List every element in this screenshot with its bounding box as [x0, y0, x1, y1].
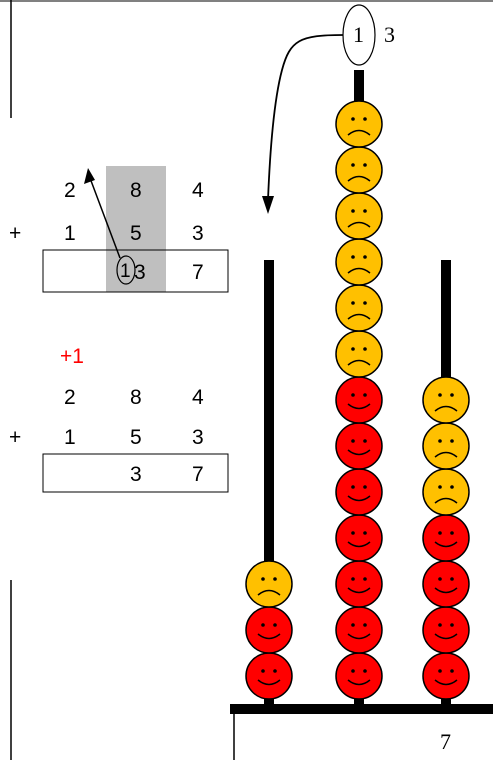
top-row-ones: 4	[192, 179, 204, 202]
plus-sign-1: +	[9, 222, 22, 245]
happy-face-icon	[335, 468, 383, 516]
happy-face-icon	[422, 606, 470, 654]
result-1-tens: 3	[134, 261, 146, 284]
happy-face-icon	[245, 606, 293, 654]
happy-face-icon	[422, 652, 470, 700]
curved-arrow-icon	[267, 34, 344, 201]
result-1-ones: 7	[192, 261, 204, 284]
sad-face-icon	[245, 560, 293, 608]
result-box-2	[42, 453, 229, 493]
bottom-label: 7	[440, 729, 451, 754]
top-row-2-tens: 8	[130, 386, 142, 409]
tens-column-highlight	[106, 166, 166, 292]
happy-face-icon	[335, 514, 383, 562]
arrow-head	[84, 168, 95, 184]
carry-label: +1	[60, 345, 84, 368]
carry-circle-1	[116, 255, 136, 285]
sad-face-icon	[335, 284, 383, 332]
top-label-digit: 3	[384, 22, 395, 47]
result-2-ones: 7	[192, 463, 204, 486]
top-row-tens: 8	[130, 179, 142, 202]
sad-face-icon	[335, 330, 383, 378]
happy-face-icon	[335, 422, 383, 470]
happy-face-icon	[335, 560, 383, 608]
sad-face-icon	[335, 146, 383, 194]
happy-face-icon	[422, 560, 470, 608]
abacus-base	[230, 704, 493, 714]
middle-row-2-ones: 3	[192, 426, 204, 449]
middle-row-hundreds: 1	[64, 222, 76, 245]
sad-face-icon	[422, 422, 470, 470]
middle-row-ones: 3	[192, 222, 204, 245]
top-row-2-ones: 4	[192, 386, 204, 409]
top-row-hundreds: 2	[64, 179, 76, 202]
happy-face-icon	[245, 652, 293, 700]
curved-arrow-head	[262, 196, 274, 214]
middle-row-tens: 5	[130, 222, 142, 245]
happy-face-icon	[335, 606, 383, 654]
result-box-1	[42, 249, 229, 293]
happy-face-icon	[335, 652, 383, 700]
rod-hundreds	[264, 260, 274, 706]
middle-row-2-hundreds: 1	[64, 426, 76, 449]
result-2-tens: 3	[130, 463, 142, 486]
plus-sign-2: +	[9, 426, 22, 449]
sad-face-icon	[422, 468, 470, 516]
arrow-icon	[89, 177, 121, 259]
top-label-circled: 1	[353, 22, 364, 47]
happy-face-icon	[422, 514, 470, 562]
middle-row-2-tens: 5	[130, 426, 142, 449]
bead-group	[245, 100, 470, 700]
top-row-2-hundreds: 2	[64, 386, 76, 409]
sad-face-icon	[335, 238, 383, 286]
happy-face-icon	[335, 376, 383, 424]
result-1-carry: 1	[120, 261, 131, 282]
sad-face-icon	[422, 376, 470, 424]
sad-face-icon	[335, 100, 383, 148]
sad-face-icon	[335, 192, 383, 240]
